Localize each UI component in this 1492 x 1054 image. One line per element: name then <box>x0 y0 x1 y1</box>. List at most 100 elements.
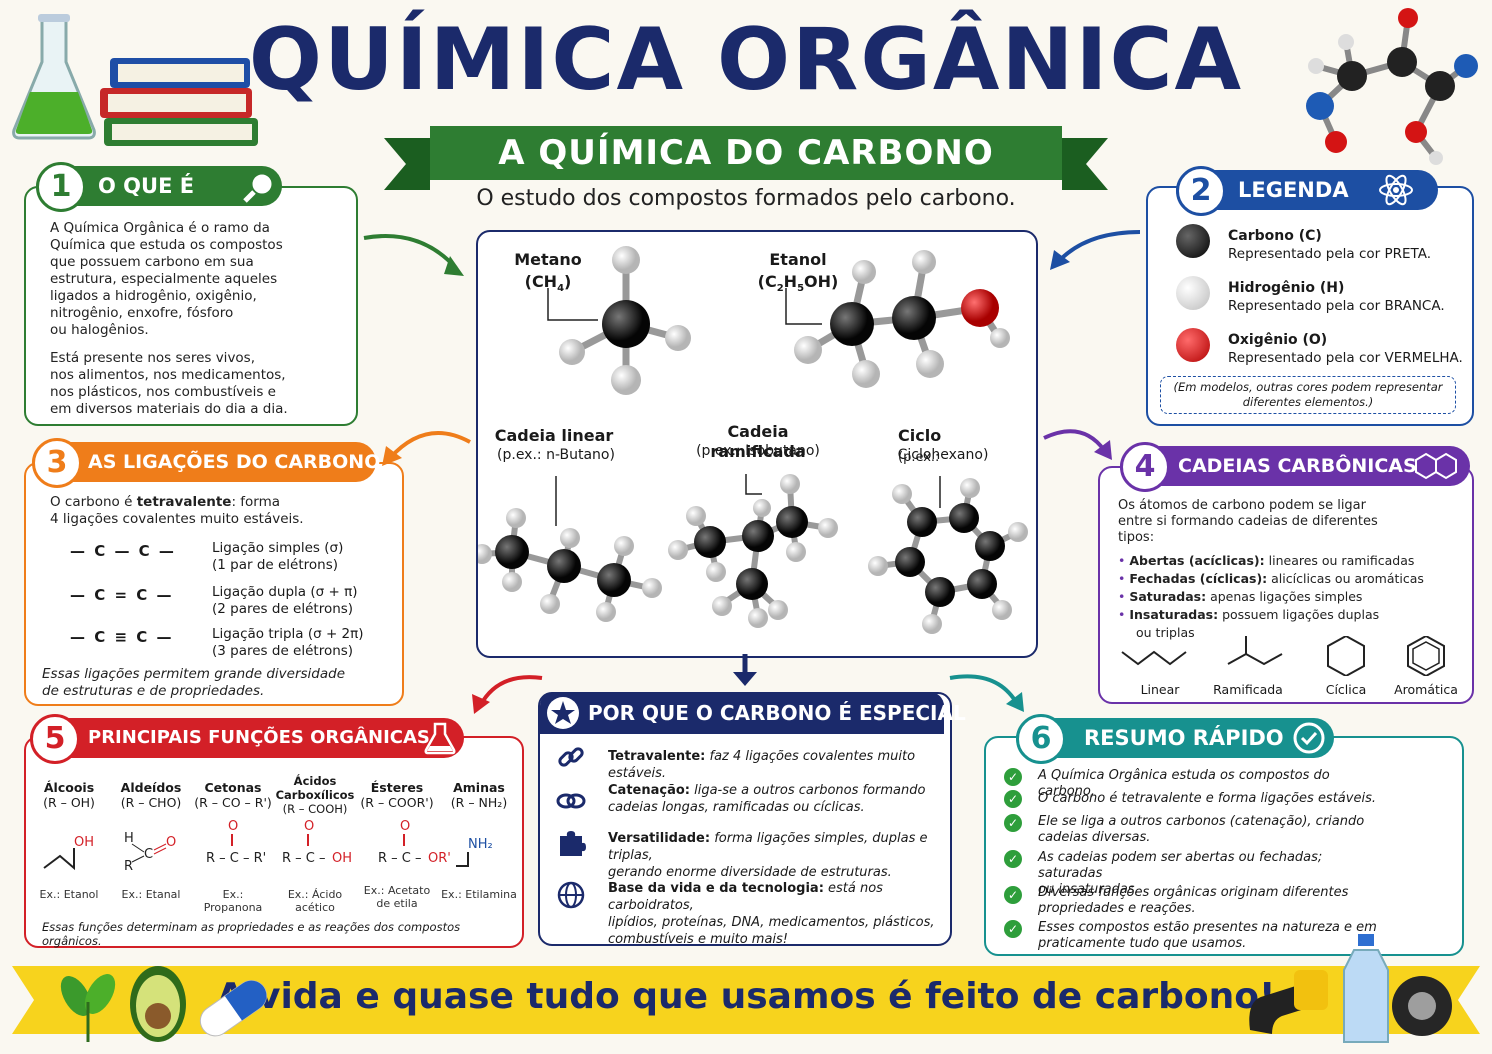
legend-hydrogen-name: Hidrogênio (H) <box>1228 280 1345 296</box>
arrow-2-icon <box>1050 230 1141 270</box>
section-number: 2 <box>1176 166 1226 216</box>
function-aldehyde-name: Aldeídos(R – CHO) <box>120 780 182 810</box>
section-bonds: O carbono é tetravalente: forma 4 ligaçõ… <box>24 462 404 706</box>
svg-text:NH₂: NH₂ <box>468 837 493 852</box>
function-alcohol-name: Álcoois(R – OH) <box>43 780 95 810</box>
arrow-4-icon <box>1043 429 1112 460</box>
function-ketone-name: Cetonas(R – CO – R') <box>194 780 272 810</box>
legend-oxygen-name: Oxigênio (O) <box>1228 332 1328 348</box>
summary-item: O carbono é tetravalente e forma ligaçõe… <box>1038 791 1376 806</box>
single-bond-desc: Ligação simples (σ)(1 par de elétrons) <box>212 540 344 573</box>
function-amine-name: Aminas(R – NH₂) <box>450 780 508 810</box>
linear-shape-label: Linear <box>1140 682 1180 697</box>
arrow-6-icon <box>949 674 1024 712</box>
svg-text:R: R <box>124 859 133 874</box>
section-number: 6 <box>1016 714 1066 764</box>
subtitle: O estudo dos compostos formados pelo car… <box>476 186 1016 211</box>
bonds-footnote: Essas ligações permitem grande diversida… <box>42 666 345 699</box>
branched-shape-label: Ramificada <box>1213 682 1283 697</box>
svg-text:H: H <box>124 831 134 846</box>
atom-icon <box>1379 174 1413 206</box>
svg-text:OH: OH <box>332 851 352 866</box>
triple-bond-symbol: — C ≡ C — <box>70 628 174 646</box>
svg-text:R – C –: R – C – <box>378 851 422 866</box>
svg-text:O: O <box>304 819 314 834</box>
cyclic-shape-label: Cíclica <box>1325 682 1367 697</box>
section-title: POR QUE O CARBONO É ESPECIAL <box>588 701 966 725</box>
function-ester-name: Ésteres(R – COOR') <box>360 780 434 810</box>
capsule-icon <box>199 980 267 1037</box>
legend-carbon-name: Carbono (C) <box>1228 228 1322 244</box>
why-carbon-header: POR QUE O CARBONO É ESPECIAL <box>540 692 966 734</box>
flask-icon <box>424 722 456 755</box>
carbon-atom-icon <box>1176 224 1210 258</box>
linear-chain-example: (p.ex.: n-Butano) <box>497 447 615 463</box>
check-icon: ✓ <box>1004 768 1022 786</box>
function-amine-example: Ex.: Etilamina <box>441 888 517 901</box>
why-catenation: Catenação: liga-se a outros carbonos for… <box>608 783 926 815</box>
globe-icon <box>557 881 585 909</box>
section-title: O QUE É <box>98 174 195 198</box>
svg-text:R – C – R': R – C – R' <box>206 851 266 866</box>
molecules-panel: Metano (CH4) Etanol (C2H5OH) Cadeia line… <box>476 230 1038 658</box>
check-icon: ✓ <box>1004 790 1022 808</box>
nature-icons <box>60 966 267 1042</box>
cycle-chain-example: Ciclohexano) <box>897 447 989 463</box>
metano-formula: (CH4) <box>524 272 572 295</box>
check-icon: ✓ <box>1004 886 1022 904</box>
section-2-header: 2 LEGENDA <box>1176 166 1438 216</box>
star-icon <box>547 697 579 729</box>
bonds-intro: O carbono é tetravalente: forma 4 ligaçõ… <box>50 494 304 527</box>
svg-text:OR': OR' <box>428 851 451 866</box>
function-alcohol-example: Ex.: Etanol <box>39 888 99 901</box>
tire-icon <box>1392 976 1452 1036</box>
check-icon: ✓ <box>1004 850 1022 868</box>
legend-carbon-desc: Representado pela cor PRETA. <box>1228 246 1432 262</box>
avocado-icon <box>130 966 186 1042</box>
page-title: QUÍMICA ORGÂNICA <box>248 10 1244 110</box>
aromatic-shape <box>1407 636 1445 676</box>
section-1-header: 1 O QUE É <box>36 162 282 212</box>
summary-item: A Química Orgânica estuda os compostos d… <box>1038 768 1330 799</box>
cycle-chain-label: Ciclo (p.ex.: <box>898 426 942 465</box>
summary-item: As cadeias podem ser abertas ou fechadas… <box>1038 850 1323 897</box>
linear-chain-label: Cadeia linear <box>494 426 614 445</box>
subtitle-ribbon: A QUÍMICA DO CARBONO <box>384 126 1108 190</box>
section-6-header: 6 RESUMO RÁPIDO <box>1016 714 1334 764</box>
arrow-3-icon <box>382 431 471 466</box>
section-number: 4 <box>1120 442 1170 492</box>
branched-chain-example: (p.ex.: Isobutano) <box>696 443 820 459</box>
single-bond-symbol: — C — C — <box>70 542 176 560</box>
arrow-1-icon <box>363 234 464 276</box>
legend-oxygen-desc: Representado pela cor VERMELHA. <box>1228 350 1463 366</box>
svg-text:R – C –: R – C – <box>282 851 326 866</box>
why-tetravalent: Tetravalente: faz 4 ligações covalentes … <box>608 749 916 781</box>
section-number: 1 <box>36 162 86 212</box>
section-why-carbon: Tetravalente: faz 4 ligações covalentes … <box>538 692 952 947</box>
section-title: PRINCIPAIS FUNÇÕES ORGÂNICAS <box>88 727 430 748</box>
product-icons <box>1249 934 1452 1043</box>
section-number: 5 <box>30 714 80 764</box>
etanol-formula: (C2H5OH) <box>757 272 839 295</box>
summary-item: Ele se liga a outros carbonos (catenação… <box>1038 814 1365 845</box>
hexagons-icon <box>1415 452 1457 480</box>
flask-illustration-icon <box>12 14 96 140</box>
chain-icon <box>556 793 586 809</box>
arrow-down-icon <box>733 654 757 686</box>
leaves-icon <box>60 974 116 1042</box>
metano-label: Metano <box>514 250 582 269</box>
section-title: CADEIAS CARBÔNICAS <box>1178 455 1417 477</box>
svg-text:C: C <box>144 847 153 862</box>
section-number: 3 <box>32 438 82 488</box>
aromatic-shape-label: Aromática <box>1394 682 1458 697</box>
function-ketone-example: Ex.: Propanona <box>203 888 263 914</box>
section-title: LEGENDA <box>1238 178 1349 202</box>
magnifier-icon <box>243 171 275 203</box>
triple-bond-desc: Ligação tripla (σ + 2π)(3 pares de elétr… <box>212 626 364 659</box>
chain-shapes <box>1121 636 1445 676</box>
double-bond-symbol: — C = C — <box>70 586 174 604</box>
cyclic-shape <box>1327 636 1365 676</box>
svg-text:O: O <box>228 819 238 834</box>
